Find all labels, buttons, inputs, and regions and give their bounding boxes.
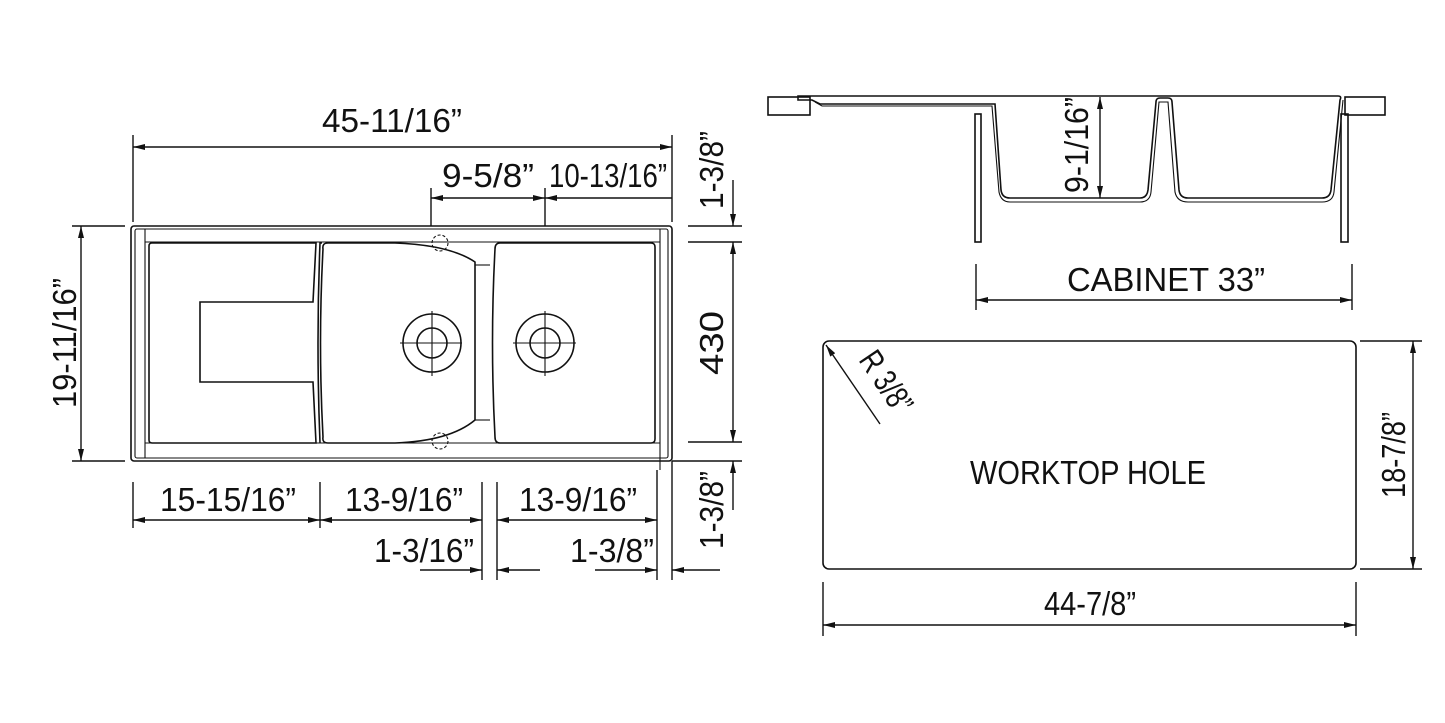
dim-bowl-center-spacing: 9-5/8” <box>442 157 534 194</box>
cabinet-wall-right <box>1340 113 1349 243</box>
dim-left-bowl-width: 13-9/16” <box>345 481 463 518</box>
dim-bowl-depth: 9-1/16” <box>1058 97 1095 193</box>
dim-rim-top: 1-3/8” <box>693 131 730 209</box>
worktop-hole-outline <box>822 340 1357 570</box>
left-bowl <box>319 242 476 444</box>
worktop-hole-label: WORKTOP HOLE <box>970 454 1206 491</box>
dim-bowl-depth-metric: 430 <box>693 311 730 375</box>
dim-divider-width: 1-3/16” <box>374 532 474 569</box>
dim-rim-bottom: 1-3/8” <box>693 471 730 549</box>
dim-worktop-width: 44-7/8” <box>1044 585 1136 622</box>
drain-icon <box>513 311 576 376</box>
dim-rim-right: 1-3/8” <box>570 532 654 569</box>
dim-worktop-height: 18-7/8” <box>1375 412 1412 498</box>
countertop-left <box>767 96 811 116</box>
tap-hole-icon <box>431 432 449 450</box>
sink-outer-edge <box>130 225 673 462</box>
cabinet-label: CABINET 33” <box>1067 261 1265 298</box>
countertop-right <box>1344 96 1386 116</box>
right-bowl <box>491 242 656 444</box>
cabinet-wall-left <box>974 113 982 243</box>
sink-top-view <box>130 225 673 470</box>
sink-rim <box>134 228 669 459</box>
tap-hole-icon <box>431 234 449 252</box>
sink-side-view <box>767 95 1386 243</box>
worktop-hole-view: R 3/8” WORKTOP HOLE 18-7/8” 44-7/8” <box>822 340 1422 636</box>
dim-corner-radius: R 3/8” <box>852 343 921 420</box>
drainboard <box>148 242 317 444</box>
drain-icon <box>400 311 462 376</box>
dim-right-center-to-edge: 10-13/16” <box>549 157 667 194</box>
drainboard-edge <box>317 242 322 444</box>
side-view-dimensions: 9-1/16” CABINET 33” <box>975 97 1353 310</box>
dim-overall-length: 45-11/16” <box>322 102 462 139</box>
dim-overall-width: 19-11/16” <box>46 278 83 408</box>
dim-right-bowl-width: 13-9/16” <box>519 481 637 518</box>
top-view-dimensions: 45-11/16” 9-5/8” 10-13/16” 1-3/8” 430 1-… <box>46 102 742 580</box>
dim-drainboard-width: 15-15/16” <box>160 481 296 518</box>
sink-profile <box>797 95 1342 199</box>
